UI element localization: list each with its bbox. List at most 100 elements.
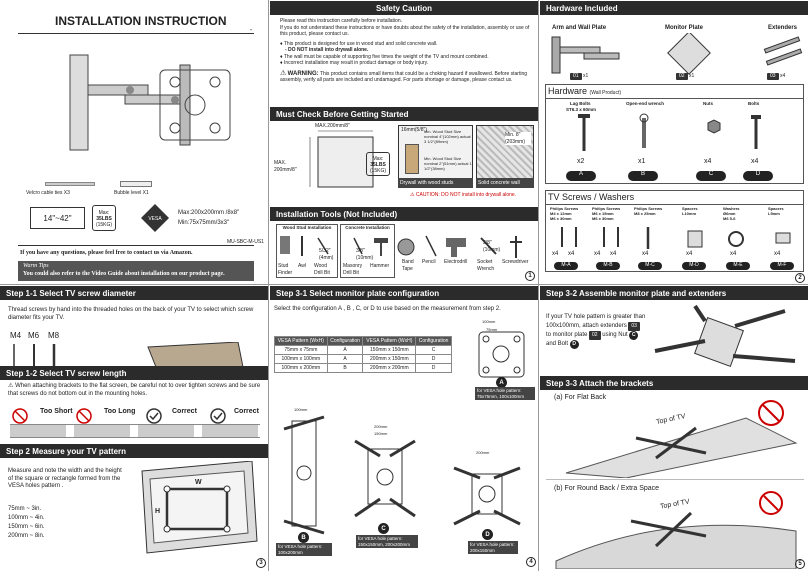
hx4: x4 xyxy=(751,158,759,165)
warm-tips-box: Warm Tips You could also refer to the Vi… xyxy=(18,261,254,281)
page-number: 2 xyxy=(795,273,805,283)
label-b: B xyxy=(628,171,658,181)
page-cover: INSTALLATION INSTRUCTION '' Velcro cable… xyxy=(0,0,268,283)
hx1: x2 xyxy=(577,158,585,165)
weight-max: Max: xyxy=(98,210,110,216)
caution-text: ⚠ CAUTION: DO NOT install into drywall a… xyxy=(410,192,516,199)
concrete-caption: Solid concrete wall xyxy=(476,178,534,188)
step1-1-title: Step 1-1 Select TV screw diameter xyxy=(0,286,268,300)
qty-plate: 02 x1 xyxy=(676,73,694,80)
tx1: x4 xyxy=(568,251,575,257)
dim-200-c: 200mm xyxy=(374,424,388,429)
check-weight-icon: Max: 35LBS (15KG) xyxy=(366,152,390,176)
tool-3-8: 3/8" (10mm) xyxy=(356,248,374,261)
safety-p2: If you do not understand these instructi… xyxy=(280,24,530,38)
wood-install-box: Wood Stud Installation xyxy=(276,224,338,278)
check-title: Must Check Before Getting Started xyxy=(270,107,538,121)
weight-icon: Max: 35LBS (15KG) xyxy=(92,205,116,231)
velcro-label: Velcro cable ties X3 xyxy=(26,190,70,196)
check-w2: 35LBS xyxy=(370,162,386,168)
step2-title: Step 2 Measure your TV pattern xyxy=(0,444,268,458)
safety-b3: Incorrect installation may result in pro… xyxy=(283,60,429,66)
conv-75: 75mm ~ 3in. xyxy=(8,506,42,512)
step3-2-text: If your TV hole pattern is greater than … xyxy=(546,314,646,349)
bubble-label: Bubble level X1 xyxy=(114,190,149,196)
tool-awl: Awl xyxy=(298,263,306,269)
svg-text:VESA: VESA xyxy=(148,216,162,222)
flat-back-art xyxy=(565,400,798,478)
model-number: MU-SBC-M-US1 xyxy=(227,239,264,245)
config-d-caption: for VESA hole pattern: 200x150mm xyxy=(468,541,518,554)
screw-length-art xyxy=(10,424,260,438)
tl-mf: M-F xyxy=(770,262,794,270)
tv-max-size-diagram xyxy=(309,130,374,188)
screw-m8: M8 xyxy=(48,331,60,340)
concrete-min: Min. 8" (203mm) xyxy=(505,132,531,145)
step1-2-title: Step 1-2 Select TV screw length xyxy=(0,366,268,380)
screw-m4: M4 xyxy=(10,331,22,340)
table-row: 75mm x 75mm A 150mm x 150mm C xyxy=(274,345,452,355)
stud-b: Min. Wood Stud Size nominal 4"(102mm) ac… xyxy=(424,129,471,144)
tips-title: Warm Tips xyxy=(23,263,49,269)
screws-icons xyxy=(561,227,791,249)
label-d: D xyxy=(743,171,773,181)
conv-150: 150mm ~ 6in. xyxy=(8,524,45,530)
dim-150-c: 150mm xyxy=(374,431,388,436)
vesa-icon: VESA xyxy=(141,204,169,232)
screw-m6: M6 xyxy=(28,331,40,340)
page-step3-2: Step 3-2 Assemble monitor plate and exte… xyxy=(540,286,808,571)
badge-03: 03 xyxy=(628,322,640,331)
tips-text: You could also refer to the Video Guide … xyxy=(23,270,225,277)
wood-inst-label: Wood Stud Installation xyxy=(282,225,332,230)
badge-02: 02 xyxy=(589,331,601,340)
step1-1-text: Thread screws by hand into the threaded … xyxy=(8,307,254,321)
drywall-caption: Drywall with wood studs xyxy=(398,178,473,188)
step2-text: Measure and note the width and the heigh… xyxy=(8,468,122,489)
config-d-badge: D xyxy=(482,529,493,540)
hardware-parts-art xyxy=(551,33,803,75)
dim-200-d: 200mm xyxy=(476,450,490,455)
th-vesa-2: VESA Pattern (WxH) xyxy=(362,336,417,346)
config-b-badge: B xyxy=(298,532,309,543)
warning-icon: ⚠ xyxy=(280,69,287,77)
step3-1-title: Step 3-1 Select monitor plate configurat… xyxy=(270,286,538,300)
arm-illustration xyxy=(69,54,231,151)
tools-title: Installation Tools (Not Included) xyxy=(270,207,538,221)
round-back-label: (b) For Round Back / Extra Space xyxy=(554,485,660,492)
round-back-art xyxy=(555,491,797,569)
weight-kg: (15KG) xyxy=(95,222,113,228)
caution-icon: ⚠ xyxy=(410,192,415,198)
tv-size-icon: 14"~42" xyxy=(30,207,85,229)
check-w3: (15KG) xyxy=(369,168,387,174)
table-row: 100mm x 200mm B 200mm x 200mm D xyxy=(274,363,452,373)
check-max-w: MAX.200mm/8" xyxy=(315,123,350,129)
nut-c-badge: C xyxy=(629,331,639,340)
config-c-badge: C xyxy=(378,523,389,534)
tool-pencil: Pencil xyxy=(422,259,436,265)
safety-b1: This product is designed for use in wood… xyxy=(283,40,438,47)
tx7: x4 xyxy=(774,251,781,257)
warning-text: This product contains small items that c… xyxy=(280,70,528,84)
tool-hammer: Hammer xyxy=(370,263,390,269)
tool-socket: Socket Wrench xyxy=(477,259,495,272)
tool-5-32: 5/32" (4mm) xyxy=(319,248,334,261)
conv-200: 200mm ~ 8in. xyxy=(8,533,45,539)
lag-label: Lag Bolts xyxy=(570,101,591,106)
tool-socket-size: 3/8" (10mm) xyxy=(483,240,501,253)
check-w1: Max: xyxy=(372,156,384,162)
hardware-heading: Hardware (Wall Product) xyxy=(548,86,622,96)
safety-b2: The wall must be capable of supporting f… xyxy=(283,53,489,60)
tl-mc: M-C xyxy=(638,262,662,270)
step3-1-text: Select the configuration A , B , C, or D… xyxy=(274,306,501,312)
drywall-diagram: 16mm(5/8") Min. Wood Stud Size nominal 4… xyxy=(398,125,473,188)
nuts-label: Nuts xyxy=(703,101,713,106)
tool-wood-bit: Wood Drill Bit xyxy=(314,263,330,276)
too-long: Too Long xyxy=(104,408,136,415)
extenders-label: Extenders xyxy=(768,25,798,31)
step3-3-title: Step 3-3 Attach the brackets xyxy=(540,376,808,390)
tool-masonry-bit: Masonry Drill Bit xyxy=(343,263,363,276)
qty-arm: 01 x1 xyxy=(570,73,588,80)
